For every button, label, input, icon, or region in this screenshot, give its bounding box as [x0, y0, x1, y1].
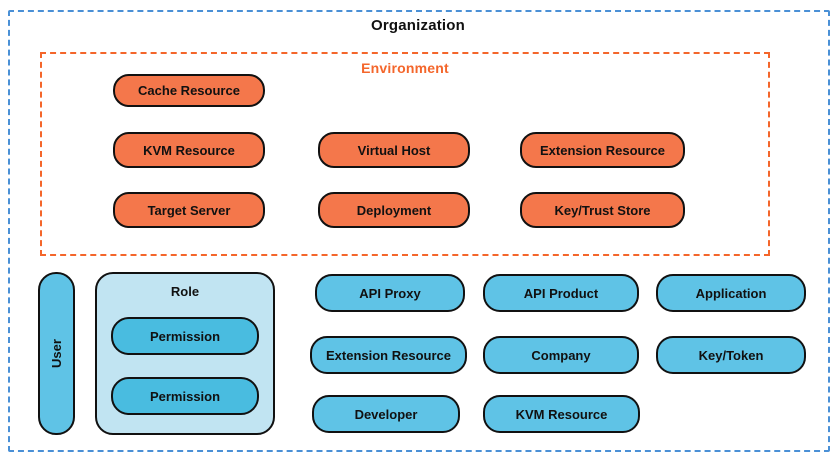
node-deployment: Deployment	[318, 192, 470, 228]
node-permission-1: Permission	[111, 317, 259, 355]
node-virtual-host: Virtual Host	[318, 132, 470, 168]
node-application: Application	[656, 274, 806, 312]
node-extension-resource-org: Extension Resource	[310, 336, 467, 374]
node-target-server: Target Server	[113, 192, 265, 228]
user-label: User	[48, 339, 64, 368]
node-kvm-resource-env: KVM Resource	[113, 132, 265, 168]
node-kvm-resource-org: KVM Resource	[483, 395, 640, 433]
role-group: Role Permission Permission	[95, 272, 275, 435]
node-permission-2: Permission	[111, 377, 259, 415]
node-api-proxy: API Proxy	[315, 274, 465, 312]
organization-title: Organization	[370, 17, 466, 34]
node-key-token: Key/Token	[656, 336, 806, 374]
node-company: Company	[483, 336, 639, 374]
role-title: Role	[170, 284, 200, 299]
node-user: User	[38, 272, 75, 435]
node-cache-resource: Cache Resource	[113, 74, 265, 107]
node-api-product: API Product	[483, 274, 639, 312]
environment-title: Environment	[361, 60, 449, 76]
node-key-trust-store: Key/Trust Store	[520, 192, 685, 228]
environment-boundary	[40, 52, 770, 256]
node-developer: Developer	[312, 395, 460, 433]
node-extension-resource-env: Extension Resource	[520, 132, 685, 168]
